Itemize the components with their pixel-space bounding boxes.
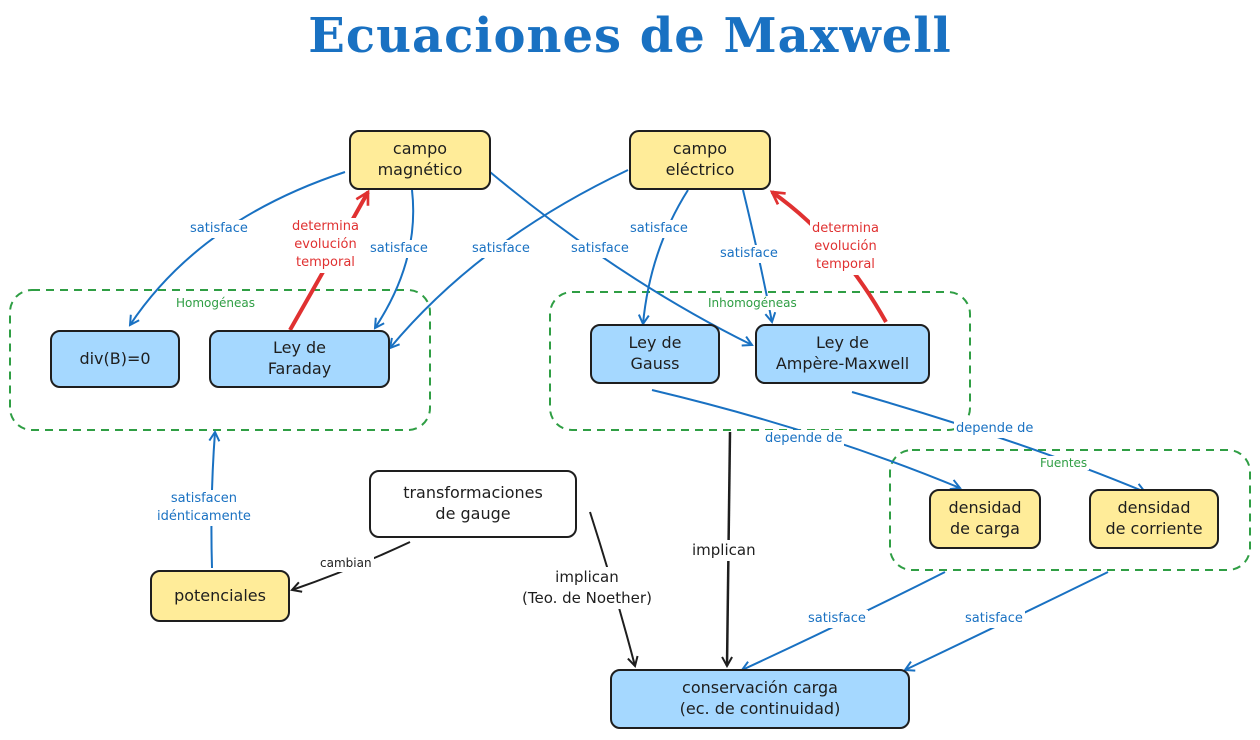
node-ley-faraday[interactable]: Ley de Faraday — [209, 330, 390, 388]
label-determina-faraday: determina evolución temporal — [290, 218, 361, 273]
label-determina-ampere: determina evolución temporal — [810, 220, 881, 275]
diagram-title: Ecuaciones de Maxwell — [308, 8, 952, 64]
node-ley-ampere[interactable]: Ley de Ampère-Maxwell — [755, 324, 930, 384]
edge-mag-to-faraday — [375, 189, 415, 328]
label-implican-noether: implican (Teo. de Noether) — [520, 567, 654, 609]
edge-ele-to-gauss — [643, 189, 689, 324]
edge-ele-to-faraday — [390, 169, 629, 348]
label-satisface-ele-ampere: satisface — [718, 245, 780, 264]
label-satisface-carga: satisface — [806, 610, 868, 629]
node-densidad-corriente[interactable]: densidad de corriente — [1089, 489, 1219, 549]
label-satisface-ele-gauss: satisface — [628, 220, 690, 239]
label-satisfacen-identicamente: satisfacen idénticamente — [155, 490, 253, 527]
label-satisface-mag-ampere: satisface — [569, 240, 631, 259]
group-homogeneas-label: Homogéneas — [174, 296, 257, 310]
label-cambian: cambian — [318, 555, 374, 572]
label-satisface-mag-faraday: satisface — [368, 240, 430, 259]
label-depende-gauss: depende de — [763, 430, 845, 449]
node-campo-electrico[interactable]: campo eléctrico — [629, 130, 771, 190]
node-densidad-carga[interactable]: densidad de carga — [929, 489, 1041, 549]
group-inhomogeneas-label: Inhomogéneas — [706, 296, 799, 310]
node-div-b[interactable]: div(B)=0 — [50, 330, 180, 388]
group-fuentes-label: Fuentes — [1038, 456, 1090, 470]
label-depende-ampere: depende de — [954, 420, 1036, 439]
node-potenciales[interactable]: potenciales — [150, 570, 290, 622]
node-ley-gauss[interactable]: Ley de Gauss — [590, 324, 720, 384]
node-campo-magnetico[interactable]: campo magnético — [349, 130, 491, 190]
label-implican: implican — [690, 540, 758, 561]
node-transformaciones-gauge[interactable]: transformaciones de gauge — [369, 470, 577, 538]
edge-ampere-to-corriente — [851, 391, 1145, 492]
node-conservacion-carga[interactable]: conservación carga (ec. de continuidad) — [610, 669, 910, 729]
edge-mag-to-ampere — [489, 171, 752, 345]
group-fuentes-box — [889, 449, 1251, 571]
label-satisface-corriente: satisface — [963, 610, 1025, 629]
group-inhomogeneas-box — [549, 291, 971, 431]
label-satisface-ele-faraday: satisface — [470, 240, 532, 259]
label-satisface-mag-div: satisface — [188, 220, 250, 239]
